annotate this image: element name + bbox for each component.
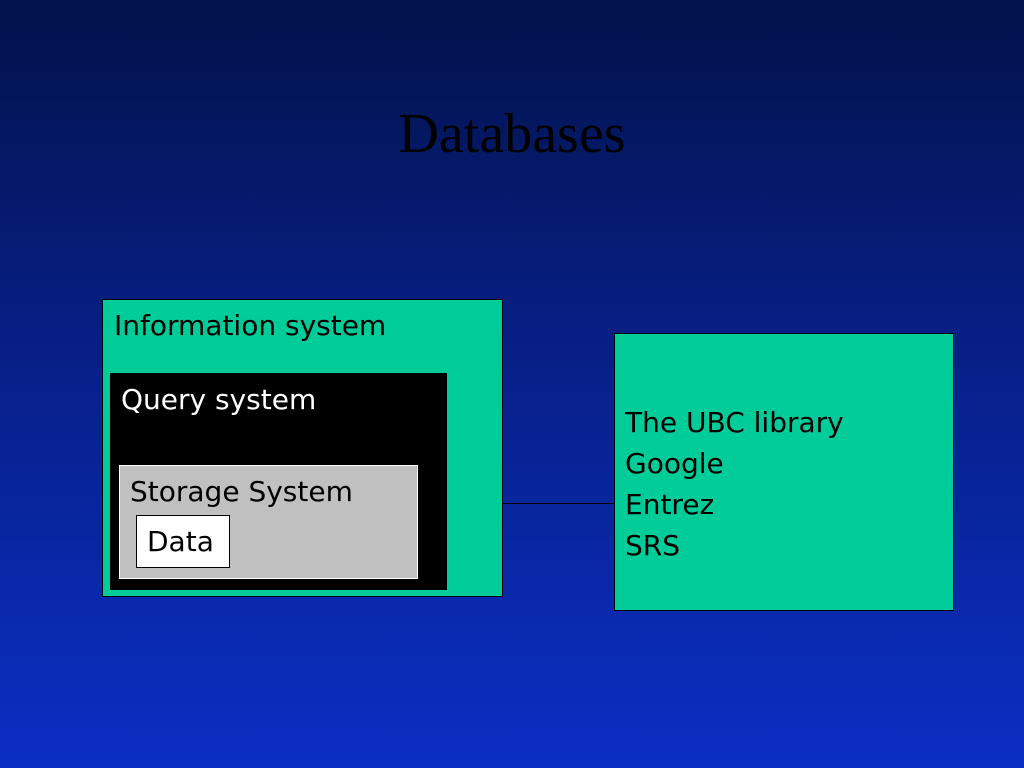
information-system-label: Information system	[114, 309, 387, 342]
example-system-item: Google	[625, 447, 724, 480]
example-systems-list: The UBC library Google Entrez SRS	[625, 402, 844, 566]
example-systems-box: The UBC library Google Entrez SRS	[614, 333, 954, 611]
data-label: Data	[147, 525, 214, 558]
example-system-item: The UBC library	[625, 406, 844, 439]
query-system-label: Query system	[121, 383, 317, 416]
slide-title: Databases	[398, 103, 626, 165]
data-box: Data	[136, 515, 230, 568]
connector-line	[503, 503, 615, 504]
example-system-item: Entrez	[625, 488, 715, 521]
example-system-item: SRS	[625, 529, 681, 562]
storage-system-label: Storage System	[130, 475, 353, 508]
